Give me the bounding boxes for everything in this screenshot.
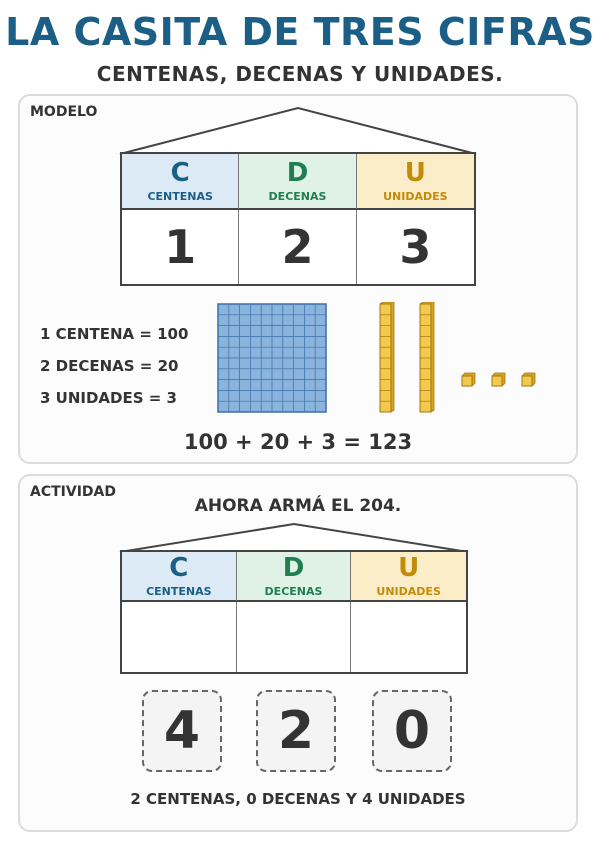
model-header-unidades: U UNIDADES bbox=[356, 154, 474, 210]
model-sum: 100 + 20 + 3 = 123 bbox=[183, 430, 413, 454]
model-value-centenas: 1 bbox=[122, 210, 240, 284]
activity-header-centenas: C CENTENAS bbox=[122, 552, 237, 602]
activity-header-unidades: U UNIDADES bbox=[351, 552, 466, 602]
activity-decenas-letter: D bbox=[282, 552, 305, 583]
model-house: C CENTENAS D DECENAS U UNIDADES 1 2 3 bbox=[120, 152, 476, 286]
model-roof bbox=[119, 106, 477, 155]
digit-card-0[interactable]: 0 bbox=[372, 690, 452, 772]
model-value-unidades: 3 bbox=[399, 220, 432, 274]
model-label: MODELO bbox=[30, 104, 98, 120]
activity-header-decenas: D DECENAS bbox=[236, 552, 352, 602]
activity-centenas-word: CENTENAS bbox=[146, 584, 212, 598]
equation-list: 1 CENTENA = 100 2 DECENAS = 20 3 UNIDADE… bbox=[40, 318, 188, 414]
activity-house: C CENTENAS D DECENAS U UNIDADES bbox=[120, 550, 468, 674]
activity-unidades-word: UNIDADES bbox=[376, 584, 441, 598]
page-title: LA CASITA DE TRES CIFRAS bbox=[5, 10, 595, 54]
digit-card-2[interactable]: 2 bbox=[256, 690, 336, 772]
activity-slot-decenas[interactable] bbox=[237, 602, 352, 672]
activity-prompt: AHORA ARMÁ EL 204. bbox=[194, 496, 402, 516]
digit-card-4[interactable]: 4 bbox=[142, 690, 222, 772]
activity-decenas-word: DECENAS bbox=[264, 584, 323, 598]
activity-centenas-letter: C bbox=[169, 552, 189, 583]
page-subtitle: CENTENAS, DECENAS Y UNIDADES. bbox=[96, 62, 504, 86]
activity-hint: 2 CENTENAS, 0 DECENAS Y 4 UNIDADES bbox=[130, 790, 466, 808]
activity-label: ACTIVIDAD bbox=[30, 484, 116, 500]
activity-slot-unidades[interactable] bbox=[351, 602, 466, 672]
model-panel: MODELO C CENTENAS D DECENAS U UNIDADES 1… bbox=[18, 94, 578, 464]
model-header-centenas: C CENTENAS bbox=[122, 154, 240, 210]
unit-cube bbox=[461, 375, 473, 387]
centenas-letter: C bbox=[170, 157, 190, 188]
decenas-letter: D bbox=[286, 157, 309, 188]
decenas-word: DECENAS bbox=[268, 189, 327, 203]
model-header-decenas: D DECENAS bbox=[239, 154, 357, 210]
activity-panel: ACTIVIDAD AHORA ARMÁ EL 204. C CENTENAS … bbox=[18, 474, 578, 832]
activity-slot-centenas[interactable] bbox=[122, 602, 237, 672]
equation-centenas: 1 CENTENA = 100 bbox=[40, 325, 189, 343]
unit-cube bbox=[491, 375, 503, 387]
centenas-word: CENTENAS bbox=[147, 189, 213, 203]
model-value-decenas: 2 bbox=[239, 210, 357, 284]
equation-unidades: 3 UNIDADES = 3 bbox=[40, 389, 177, 407]
unidades-word: UNIDADES bbox=[383, 189, 448, 203]
equation-decenas: 2 DECENAS = 20 bbox=[40, 357, 179, 375]
activity-unidades-letter: U bbox=[398, 552, 420, 583]
base-ten-blocks bbox=[217, 302, 536, 413]
unidades-letter: U bbox=[404, 157, 426, 188]
unit-cube bbox=[521, 375, 533, 387]
